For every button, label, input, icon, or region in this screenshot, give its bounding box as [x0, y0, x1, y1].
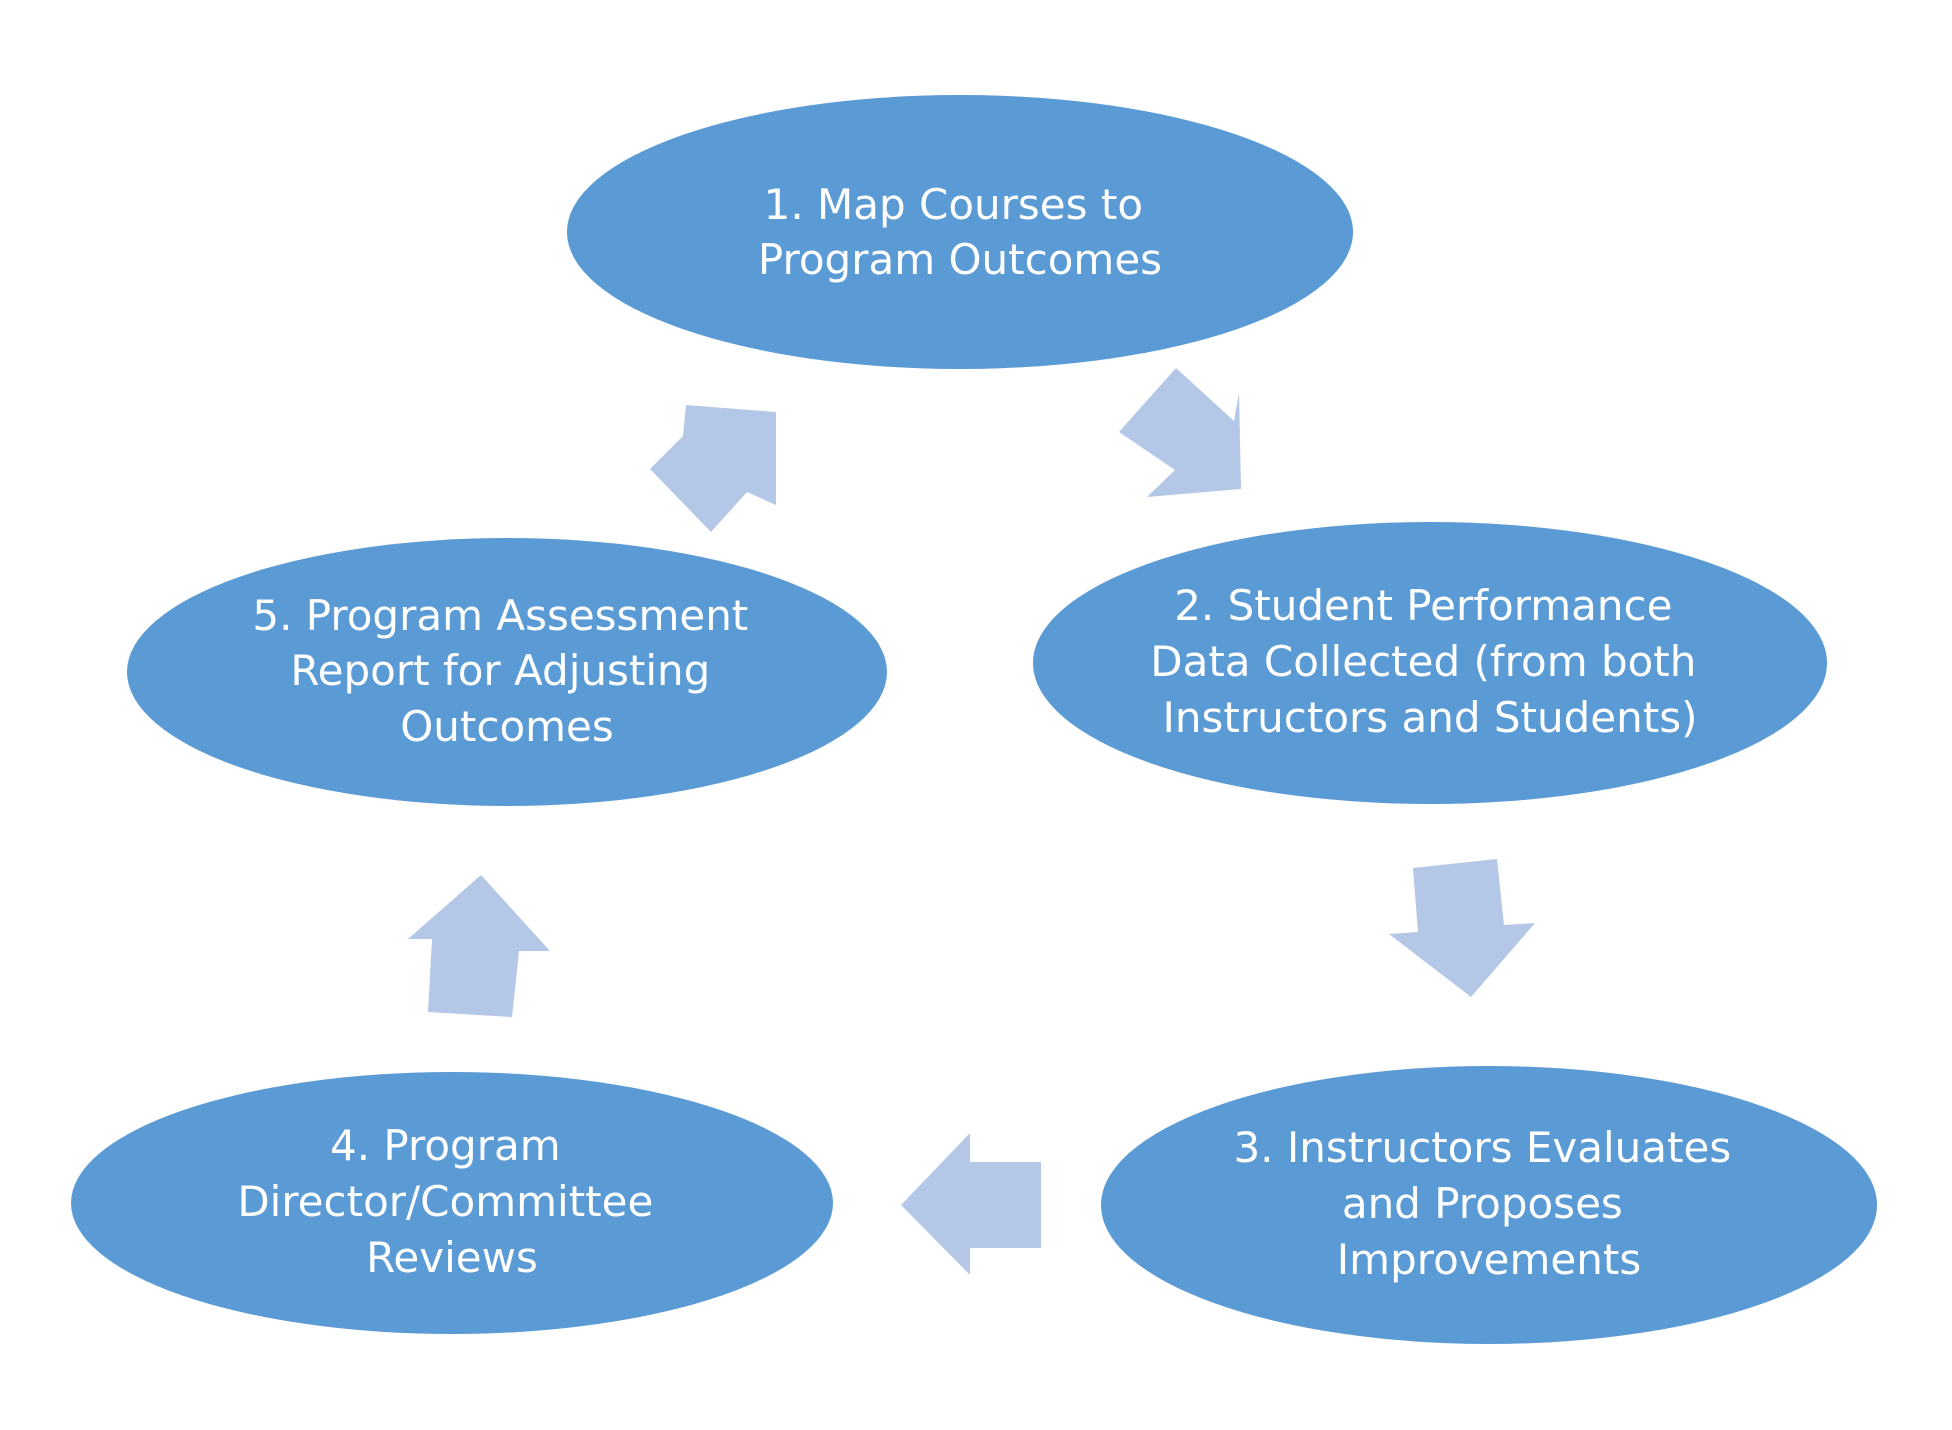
node-step-4-label-line: Director/Committee — [237, 1177, 653, 1226]
node-step-1: 1. Map Courses to Program Outcomes — [567, 95, 1353, 369]
node-step-2-label-line: Instructors and Students) — [1163, 693, 1698, 742]
nodes-layer: 1. Map Courses to Program Outcomes 2. St… — [71, 95, 1877, 1344]
node-step-1-label-line: Program Outcomes — [758, 235, 1162, 284]
arrow-step-3-to-step-4 — [901, 1133, 1041, 1275]
node-step-5-ellipse — [127, 538, 887, 806]
node-step-3-ellipse — [1101, 1066, 1877, 1344]
node-step-1-ellipse — [567, 95, 1353, 369]
node-step-4: 4. Program Director/Committee Reviews — [71, 1072, 833, 1334]
node-step-3-label-line: 3. Instructors Evaluates — [1233, 1123, 1731, 1172]
node-step-2-label: 2. Student Performance Data Collected (f… — [1150, 581, 1710, 742]
node-step-2-label-line: 2. Student Performance — [1174, 581, 1672, 630]
node-step-2-ellipse — [1033, 522, 1827, 804]
node-step-4-label-line: Reviews — [366, 1233, 538, 1282]
node-step-4-ellipse — [71, 1072, 833, 1334]
node-step-5: 5. Program Assessment Report for Adjusti… — [127, 538, 887, 806]
node-step-5-label-line: Outcomes — [400, 702, 614, 751]
arrow-step-5-to-step-1 — [650, 405, 776, 532]
node-step-3: 3. Instructors Evaluates and Proposes Im… — [1101, 1066, 1877, 1344]
node-step-1-label-line: 1. Map Courses to — [764, 180, 1143, 229]
arrow-step-2-to-step-3 — [1389, 859, 1535, 997]
node-step-3-label-line: and Proposes — [1342, 1179, 1623, 1228]
node-step-2: 2. Student Performance Data Collected (f… — [1033, 522, 1827, 804]
node-step-5-label-line: 5. Program Assessment — [252, 591, 748, 640]
arrow-step-1-to-step-2 — [1119, 368, 1241, 497]
arrow-step-4-to-step-5 — [408, 875, 550, 1017]
arrows-layer — [408, 368, 1535, 1275]
node-step-4-label: 4. Program Director/Committee Reviews — [237, 1121, 666, 1282]
node-step-3-label: 3. Instructors Evaluates and Proposes Im… — [1233, 1123, 1744, 1284]
node-step-5-label-line: Report for Adjusting — [290, 646, 710, 695]
node-step-1-label: 1. Map Courses to Program Outcomes — [758, 180, 1162, 284]
node-step-2-label-line: Data Collected (from both — [1150, 637, 1696, 686]
node-step-4-label-line: 4. Program — [330, 1121, 561, 1170]
node-step-3-label-line: Improvements — [1337, 1235, 1641, 1284]
node-step-5-label: 5. Program Assessment Report for Adjusti… — [252, 591, 761, 751]
